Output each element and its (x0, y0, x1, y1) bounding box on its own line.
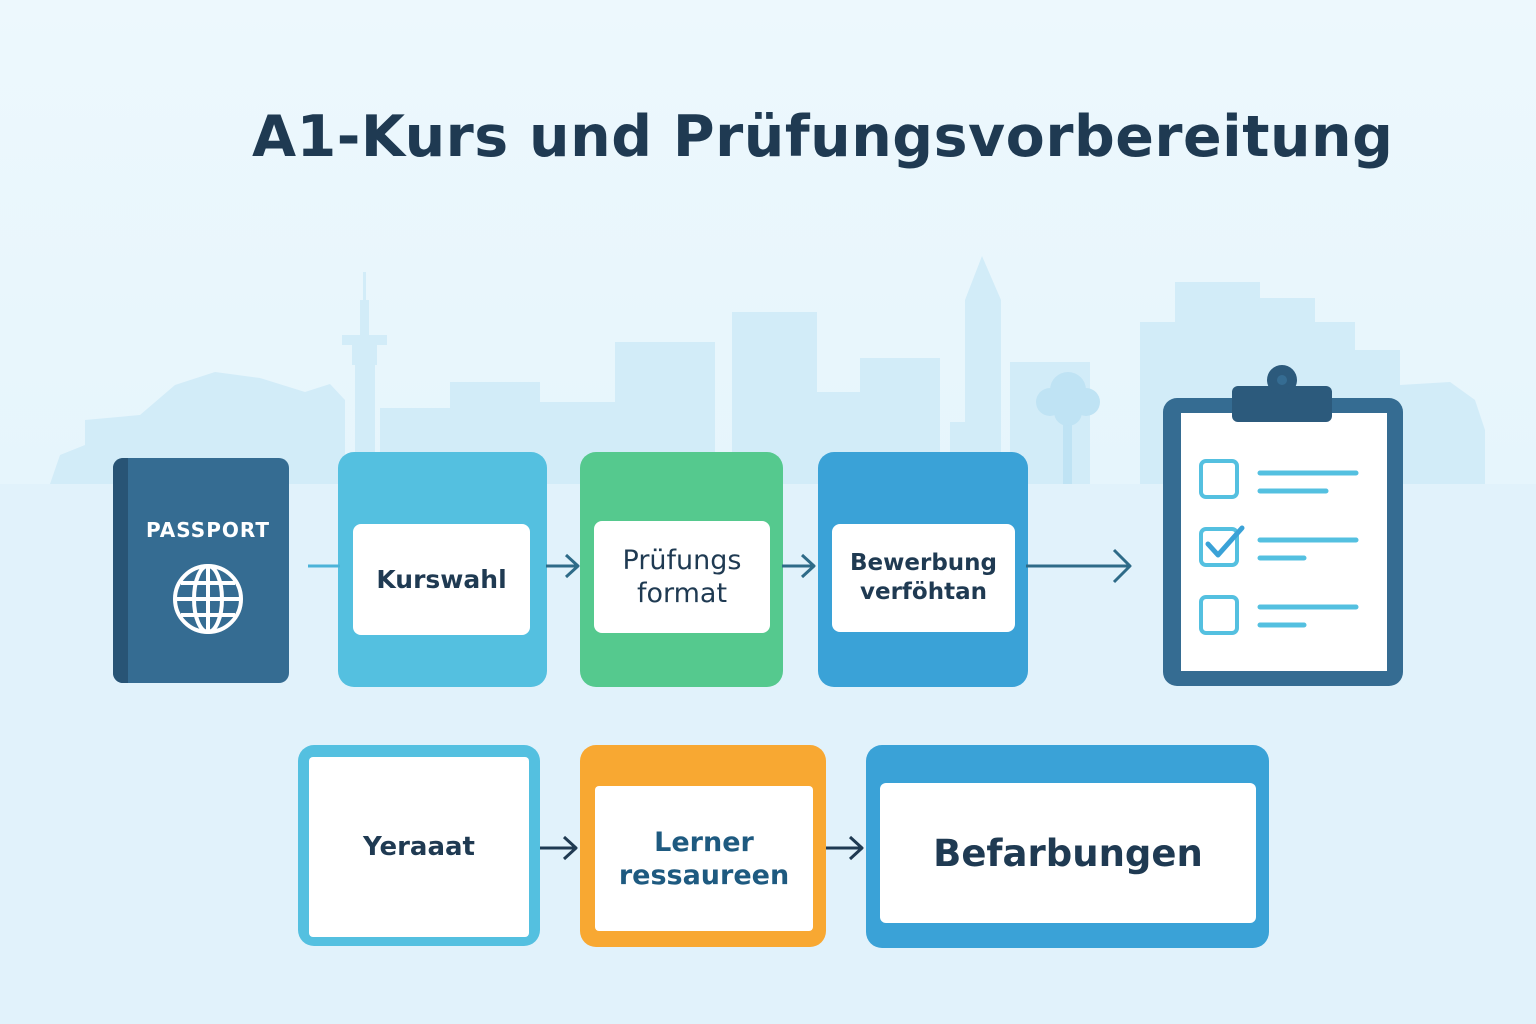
arrow-right-icon (540, 835, 578, 861)
step-card-lerner-ressaureen: Lerner ressaureen (595, 786, 813, 931)
arrow-right-icon (826, 835, 864, 861)
step-card-kurswahl: Kurswahl (353, 524, 530, 635)
connector-line (308, 564, 340, 568)
step-label-line: Lerner (654, 826, 754, 858)
passport-label: PASSPORT (145, 518, 270, 542)
step-label-line: ressaureen (618, 859, 790, 891)
step-card-befarbungen: Befarbungen (880, 783, 1256, 923)
checklist-item-checked (1199, 525, 1359, 567)
step-label-line: Bewerbung (850, 550, 997, 576)
step-label-line: format (636, 578, 728, 609)
checklist-item (1199, 459, 1359, 499)
step-card-pruefungsformat: Prüfungs format (594, 521, 770, 633)
clipboard-checklist-icon (1163, 365, 1403, 686)
step-label-line: Yeraaat (363, 832, 475, 862)
globe-icon (173, 564, 243, 634)
step-label-line: Befarbungen (933, 831, 1203, 875)
arrow-right-icon (782, 553, 816, 579)
step-card-yeraaat: Yeraaat (309, 757, 529, 937)
passport-icon: PASSPORT (113, 458, 289, 683)
step-card-bewerbung: Bewerbung verföhtan (832, 524, 1015, 632)
arrow-right-icon (546, 553, 580, 579)
page-title: A1-Kurs und Prüfungsvorbereitung (252, 104, 1394, 170)
step-label-line: Prüfungs (622, 545, 742, 576)
passport-spine (113, 458, 128, 683)
arrow-right-icon (1026, 548, 1132, 584)
step-label-line: Kurswahl (376, 565, 507, 594)
step-label-line: verföhtan (859, 579, 987, 605)
checklist-item (1199, 595, 1359, 635)
